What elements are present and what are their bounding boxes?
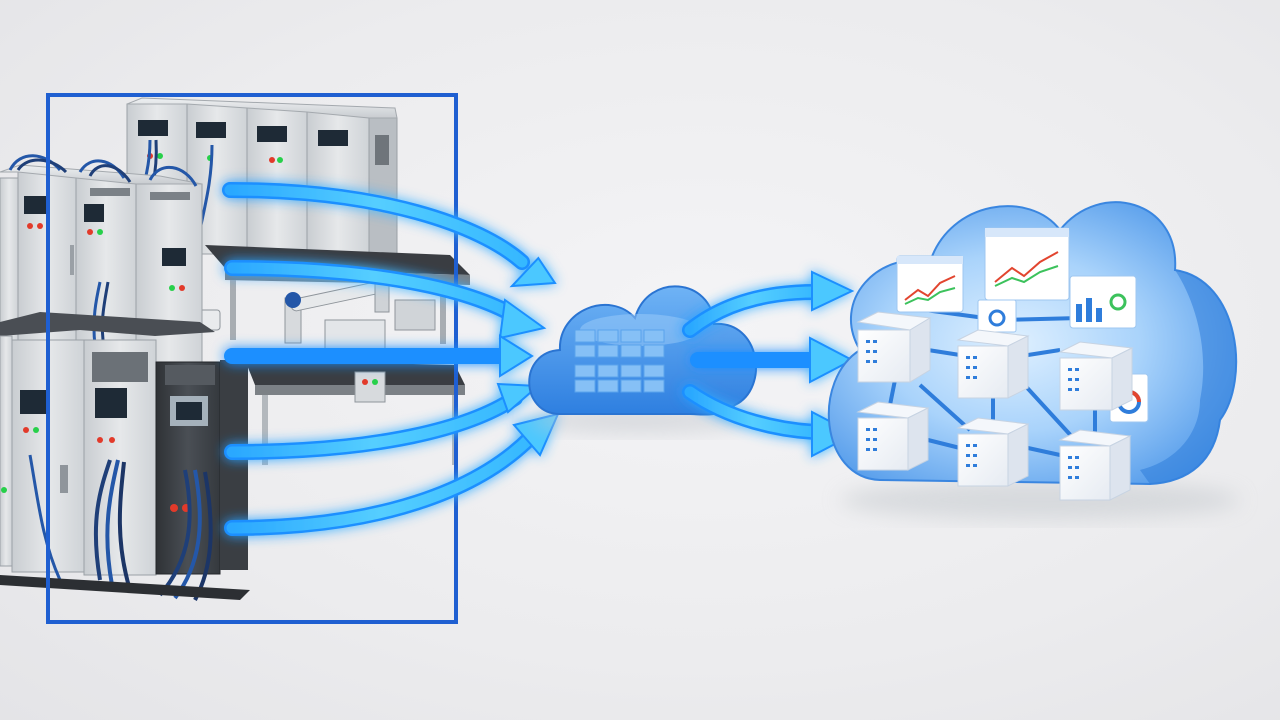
cabinet-row-front	[0, 312, 250, 601]
input-arrow-4	[224, 382, 541, 460]
dashboard-panel-1	[896, 255, 964, 313]
dashboard-panel-2	[984, 227, 1070, 301]
cabinet-row-middle	[0, 154, 203, 369]
input-arrow-1	[222, 182, 557, 288]
output-arrow-2	[690, 336, 855, 384]
input-arrows	[222, 182, 560, 536]
server-cube-icon	[1058, 429, 1132, 501]
server-grid-bottom	[574, 364, 665, 393]
dashboard-panel-3	[1069, 275, 1137, 329]
input-arrow-5	[224, 412, 560, 536]
input-arrow-3	[224, 334, 534, 378]
server-grid-top	[574, 329, 665, 358]
server-cube-icon	[1058, 341, 1134, 411]
server-cube-icon	[856, 311, 932, 383]
output-arrow-1	[682, 270, 855, 338]
server-cube-icon	[956, 417, 1030, 487]
server-nodes	[856, 311, 1134, 501]
server-cube-icon	[956, 329, 1030, 399]
input-arrow-2	[224, 260, 547, 340]
server-cube-icon	[856, 401, 930, 471]
network-links	[888, 308, 1097, 457]
